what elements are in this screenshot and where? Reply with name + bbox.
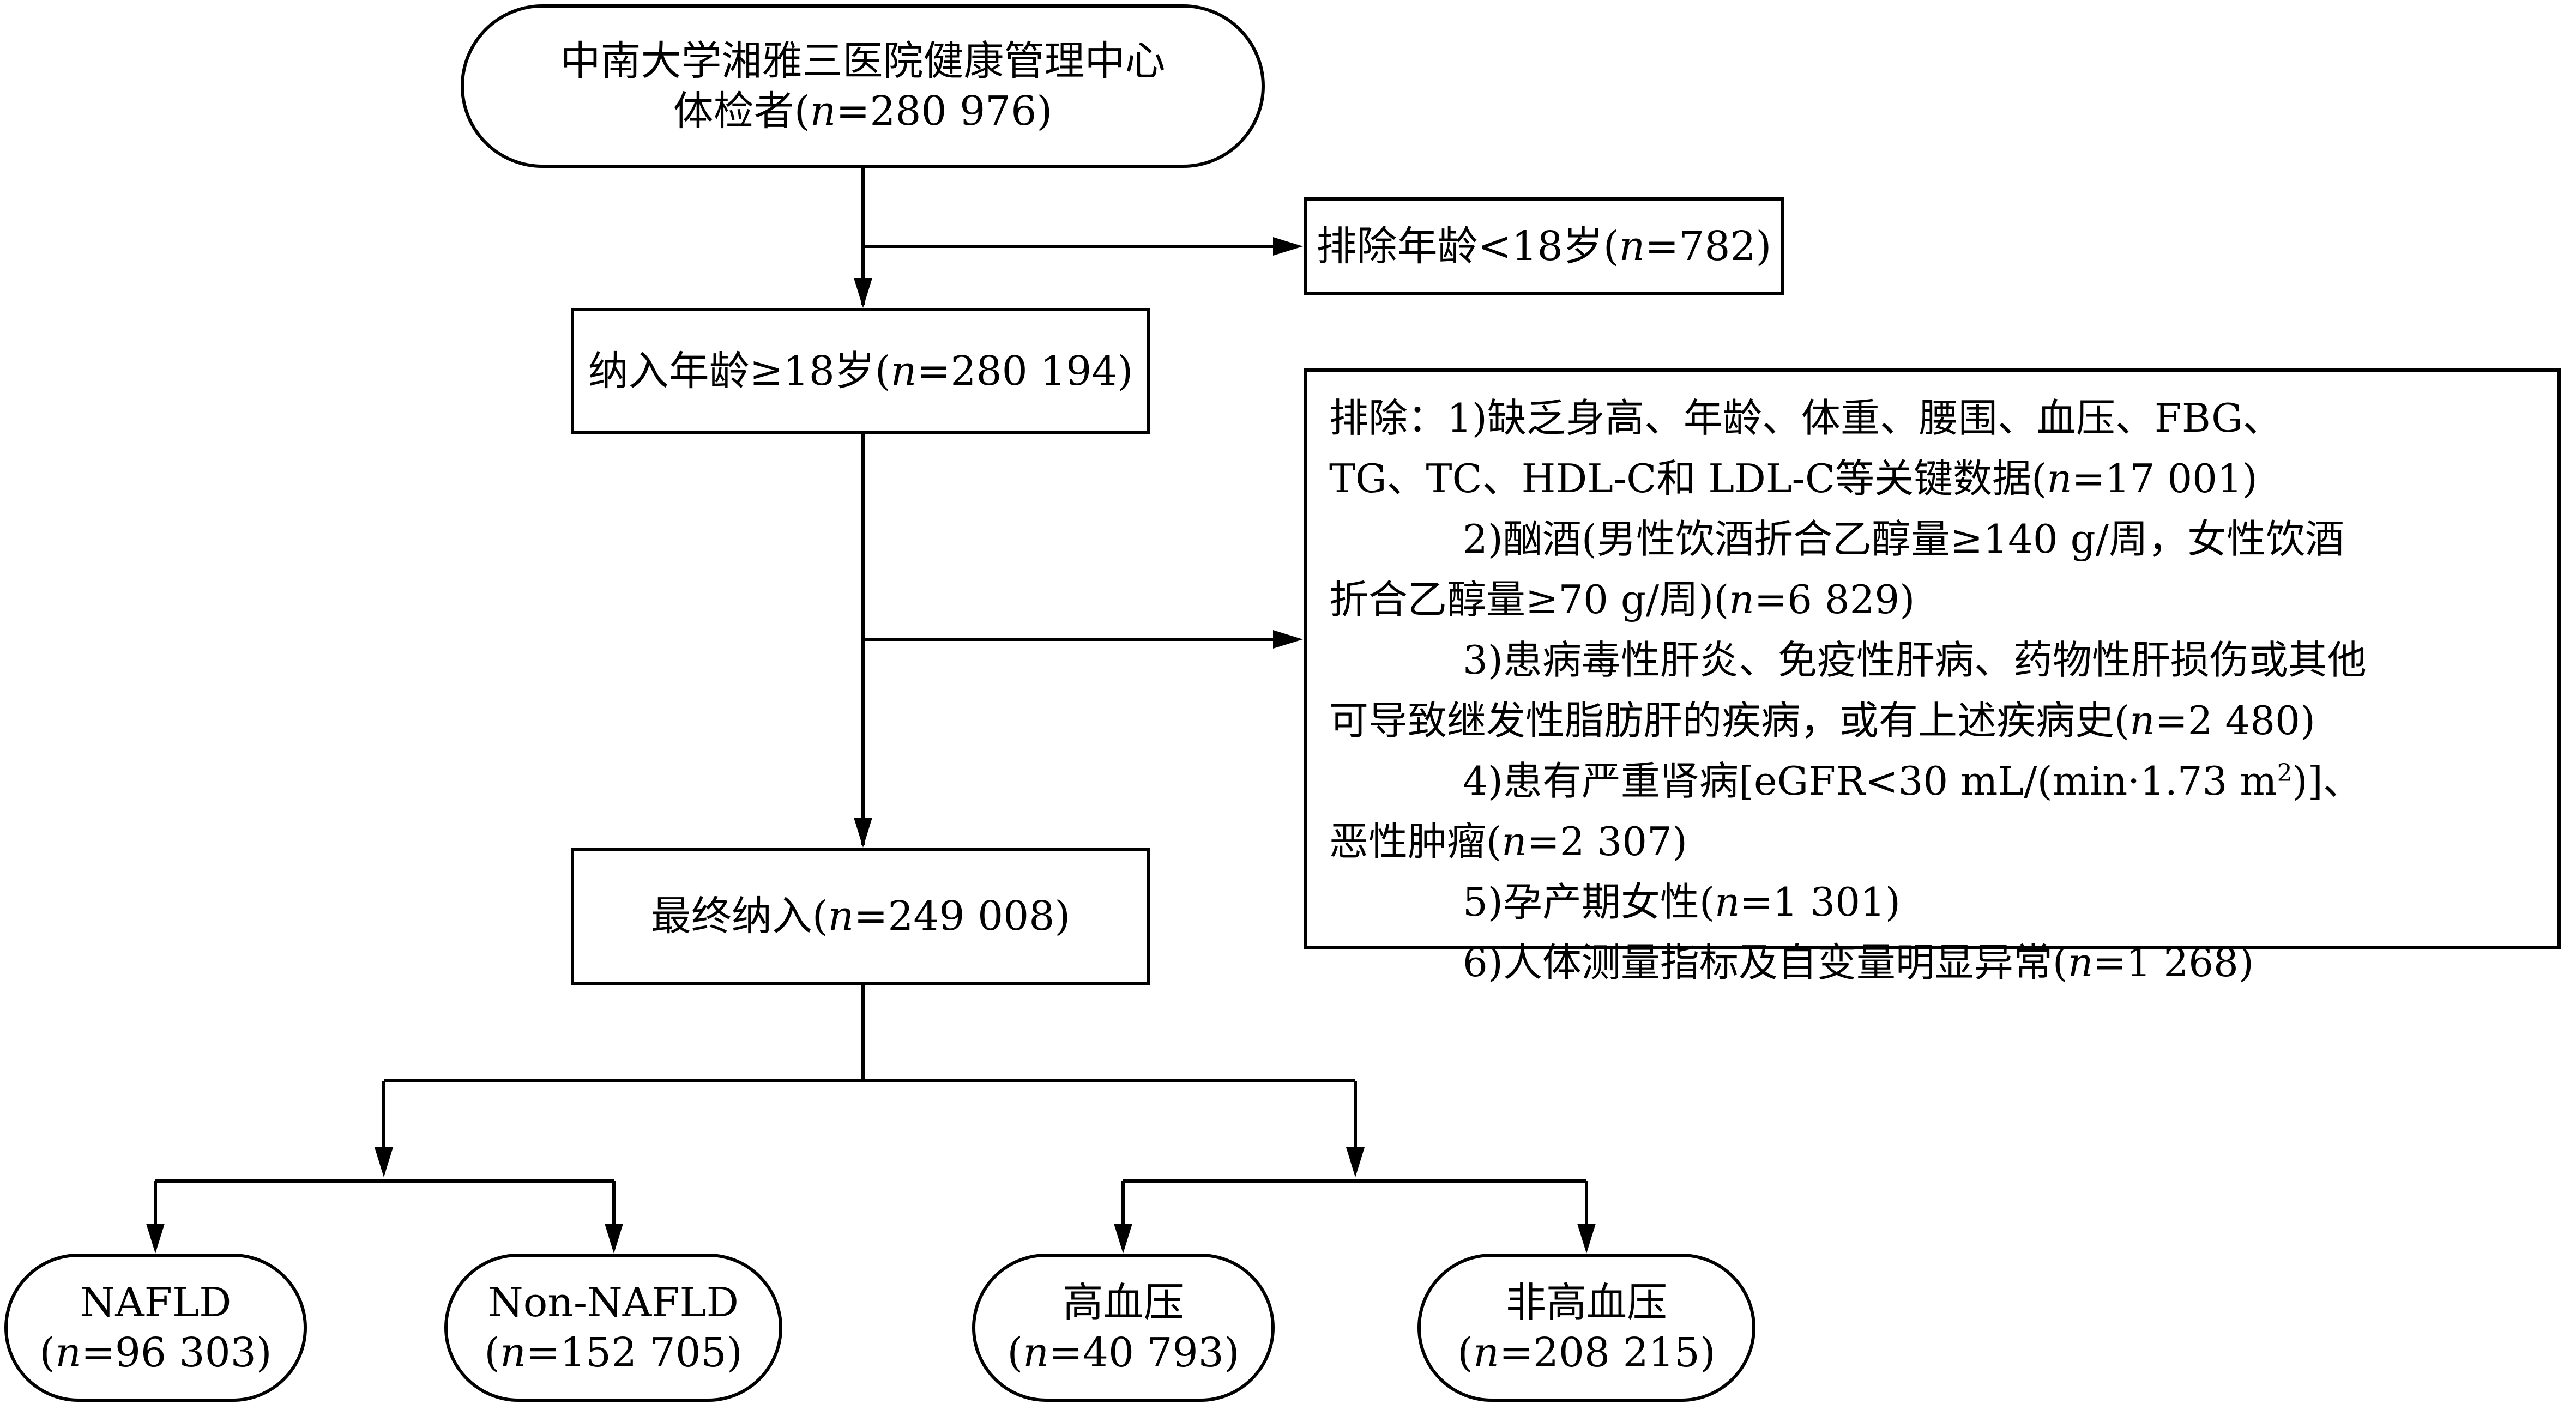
arrowhead-exclusions xyxy=(1273,630,1303,649)
outcome-count: (n=152 705) xyxy=(484,1329,743,1376)
exclusion-line-5: 3)患病毒性肝炎、免疫性肝病、药物性肝损伤或其他 xyxy=(1463,637,2367,683)
exclusion-criteria-box: 排除：1)缺乏身高、年龄、体重、腰围、血压、FBG、 TG、TC、HDL-C和 … xyxy=(1304,368,2561,985)
arrowhead-exclude-age xyxy=(1273,237,1303,256)
outcome-label: NAFLD xyxy=(80,1279,232,1326)
arrowhead-non-hypertension xyxy=(1577,1224,1596,1254)
start-title: 中南大学湘雅三医院健康管理中心 xyxy=(560,37,1166,84)
exclusion-line-3: 2)酗酒(男性饮酒折合乙醇量≥140 g/周，女性饮酒 xyxy=(1463,516,2344,562)
outcome-non-nafld: Non-NAFLD (n=152 705) xyxy=(444,1254,782,1402)
start-count: 体检者(n=280 976) xyxy=(673,88,1053,135)
arrowhead-nafld xyxy=(146,1224,165,1254)
exclusion-line-7: 4)患有严重肾病[eGFR<30 mL/(min·1.73 m2)]、 xyxy=(1463,758,2362,804)
outcome-nafld: NAFLD (n=96 303) xyxy=(4,1254,307,1402)
outcome-count: (n=96 303) xyxy=(39,1329,272,1376)
exclusion-line-8: 恶性肿瘤(n=2 307) xyxy=(1329,819,1688,864)
exclusion-line-1: 排除：1)缺乏身高、年龄、体重、腰围、血压、FBG、 xyxy=(1329,395,2282,441)
exclude-age-box: 排除年龄<18岁(n=782) xyxy=(1304,197,1784,295)
arrowhead-left-group xyxy=(375,1147,393,1177)
exclusion-line-4: 折合乙醇量≥70 g/周)(n=6 829) xyxy=(1329,577,1915,622)
include-age-box: 纳入年龄≥18岁(n=280 194) xyxy=(571,308,1150,434)
exclusion-line-10: 6)人体测量指标及自变量明显异常(n=1 268) xyxy=(1463,940,2254,985)
arrowhead-final xyxy=(854,818,872,848)
arrowhead-include xyxy=(854,278,872,308)
outcome-count: (n=208 215) xyxy=(1457,1329,1716,1376)
outcome-label: 非高血压 xyxy=(1506,1279,1667,1326)
outcome-label: 高血压 xyxy=(1063,1279,1184,1326)
outcome-hypertension: 高血压 (n=40 793) xyxy=(972,1254,1275,1402)
arrowhead-right-group xyxy=(1346,1147,1365,1177)
include-age-text: 纳入年龄≥18岁(n=280 194) xyxy=(588,347,1133,395)
exclusion-line-9: 5)孕产期女性(n=1 301) xyxy=(1463,879,1901,925)
start-node: 中南大学湘雅三医院健康管理中心 体检者(n=280 976) xyxy=(461,4,1265,168)
outcome-label: Non-NAFLD xyxy=(488,1279,739,1326)
arrowhead-hypertension xyxy=(1114,1224,1132,1254)
exclusion-line-2: TG、TC、HDL-C和 LDL-C等关键数据(n=17 001) xyxy=(1329,456,2258,501)
final-inclusion-box: 最终纳入(n=249 008) xyxy=(571,848,1150,985)
outcome-non-hypertension: 非高血压 (n=208 215) xyxy=(1417,1254,1755,1402)
outcome-count: (n=40 793) xyxy=(1007,1329,1240,1376)
final-inclusion-text: 最终纳入(n=249 008) xyxy=(650,892,1071,940)
exclusion-line-6: 可导致继发性脂肪肝的疾病，或有上述疾病史(n=2 480) xyxy=(1329,698,2316,743)
exclude-age-text: 排除年龄<18岁(n=782) xyxy=(1316,222,1772,270)
arrowhead-non-nafld xyxy=(605,1224,623,1254)
